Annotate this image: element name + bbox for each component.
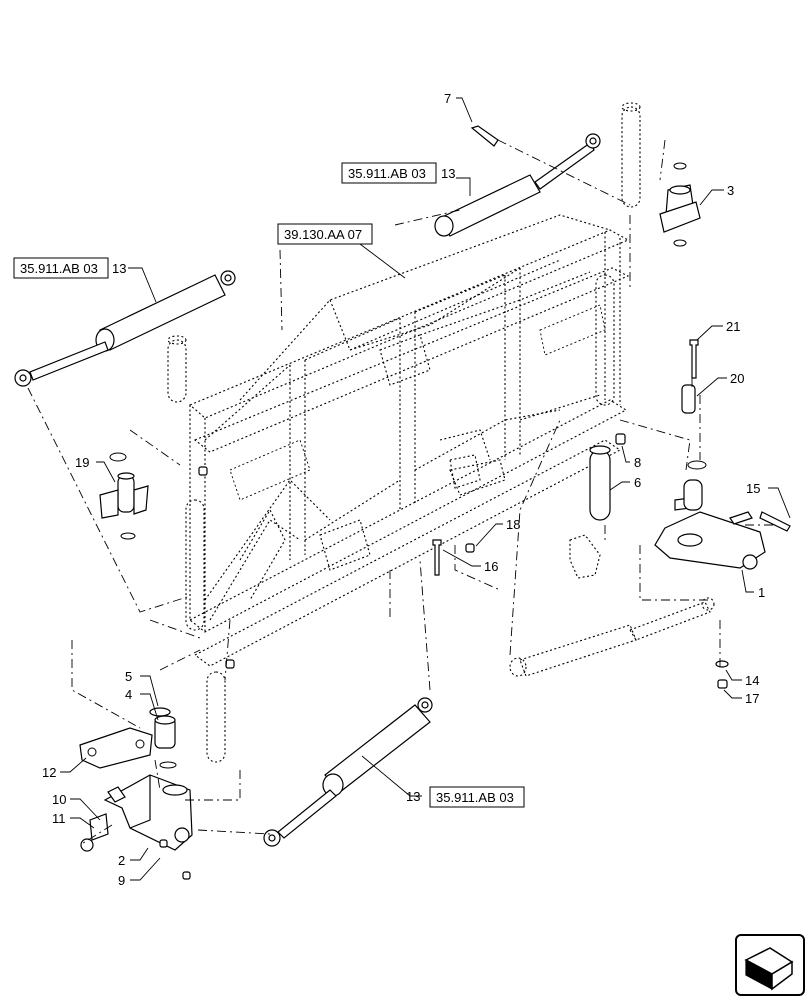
ref-box-35911ab03-left[interactable] [13, 257, 109, 279]
cylinder-right-dotted [509, 597, 715, 677]
callout-11: 11 [52, 811, 66, 826]
callout-15: 15 [746, 481, 760, 496]
callout-16: 16 [484, 559, 498, 574]
bracket-3 [659, 162, 701, 247]
ref-label[interactable]: 39.130.AA 07 [284, 227, 362, 242]
cylinder-bottom [263, 697, 433, 847]
cylinder-left [14, 270, 236, 387]
bracket-12 [79, 727, 153, 769]
ref-box-35911ab03-top[interactable] [341, 162, 437, 184]
cylinder-top [434, 133, 601, 237]
arrow-icon[interactable] [735, 934, 805, 996]
callouts: 7 13 3 13 21 20 19 8 6 15 18 16 1 5 4 14… [42, 91, 765, 888]
pins [167, 102, 791, 763]
callout-2: 2 [118, 853, 125, 868]
bracket-dotted-right [449, 454, 601, 579]
callout-21: 21 [726, 319, 740, 334]
callout-18: 18 [506, 517, 520, 532]
callout-17: 17 [745, 691, 759, 706]
callout-9: 9 [118, 873, 125, 888]
callout-13: 13 [112, 261, 126, 276]
bracket-1 [654, 460, 766, 570]
callout-3: 3 [727, 183, 734, 198]
callout-13: 13 [406, 789, 420, 804]
bushing-4-5 [149, 707, 177, 769]
ref-label[interactable]: 35.911.AB 03 [348, 166, 426, 181]
callout-4: 4 [125, 687, 132, 702]
leader-lines [60, 97, 791, 881]
callout-10: 10 [52, 792, 66, 807]
callout-7: 7 [444, 91, 451, 106]
reference-boxes: 35.911.AB 03 39.130.AA 07 35.911.AB 03 3… [13, 162, 525, 808]
ref-box-35911ab03-bottom[interactable] [429, 786, 525, 808]
callout-19: 19 [75, 455, 89, 470]
callout-12: 12 [42, 765, 56, 780]
bracket-19 [99, 452, 149, 540]
callout-13: 13 [441, 166, 455, 181]
callout-1: 1 [758, 585, 765, 600]
callout-14: 14 [745, 673, 759, 688]
callout-8: 8 [634, 455, 641, 470]
bracket-2 [103, 774, 193, 851]
small-hardware [80, 433, 729, 880]
boom-frame [188, 214, 630, 667]
ref-label[interactable]: 35.911.AB 03 [436, 790, 514, 805]
assembly-lines [27, 139, 775, 846]
callout-6: 6 [634, 475, 641, 490]
callout-5: 5 [125, 669, 132, 684]
ref-box-39130aa07[interactable] [277, 223, 373, 245]
ref-label[interactable]: 35.911.AB 03 [20, 261, 98, 276]
callout-20: 20 [730, 371, 744, 386]
